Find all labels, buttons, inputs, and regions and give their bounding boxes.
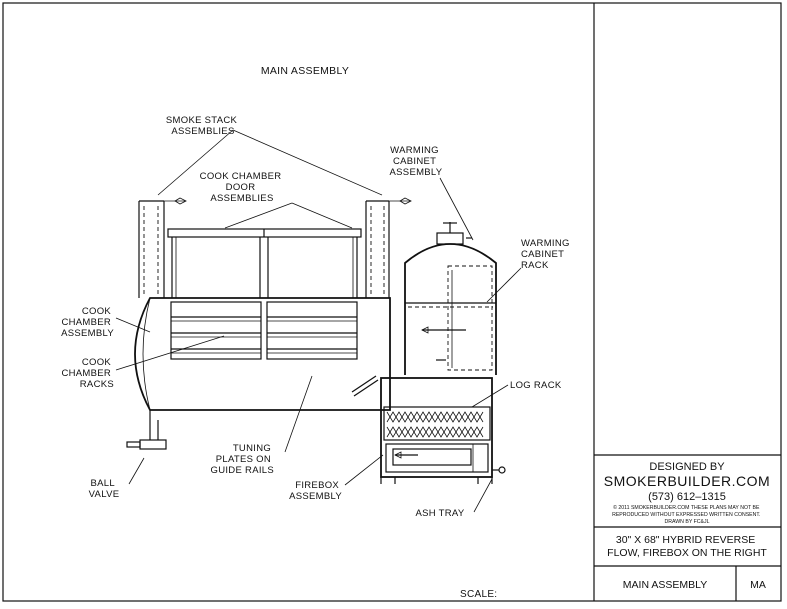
drawing-title: MAIN ASSEMBLY <box>261 65 349 77</box>
title-block: DESIGNED BY SMOKERBUILDER.COM (573) 612–… <box>604 461 770 591</box>
label-tuning-plates: TUNING PLATES ON GUIDE RAILS <box>211 443 274 476</box>
label-firebox: FIREBOX ASSEMBLY <box>289 480 342 502</box>
label-ball-valve: BALL VALVE <box>89 478 120 500</box>
cook-chamber-body <box>134 297 391 420</box>
smoke-stack-left <box>138 197 187 298</box>
ball-valve-part <box>126 420 167 450</box>
label-ash-tray: ASH TRAY <box>415 508 464 519</box>
part-labels: SMOKE STACK ASSEMBLIES COOK CHAMBER DOOR… <box>61 115 573 519</box>
cook-chamber-doors <box>167 228 362 298</box>
sheet-border <box>2 2 782 602</box>
drawing-description: 30" X 68" HYBRID REVERSE FLOW, FIREBOX O… <box>607 534 767 559</box>
scale-label: SCALE: <box>460 589 497 600</box>
firebox <box>380 377 506 484</box>
label-warming-cabinet-rack: WARMING CABINET RACK <box>521 238 573 271</box>
sheet-name: MAIN ASSEMBLY <box>623 579 707 591</box>
warming-cabinet <box>404 222 497 375</box>
label-cook-chamber-racks: COOK CHAMBER RACKS <box>61 357 114 390</box>
copyright-notice: © 2011 SMOKERBUILDER.COM THESE PLANS MAY… <box>612 504 762 525</box>
sheet-code: MA <box>750 579 766 591</box>
smoke-stack-right <box>365 197 412 298</box>
company-phone: (573) 612–1315 <box>648 491 726 503</box>
label-log-rack: LOG RACK <box>510 380 562 391</box>
label-cook-chamber-door: COOK CHAMBER DOOR ASSEMBLIES <box>200 171 285 204</box>
leader-lines <box>115 129 522 513</box>
designed-by-label: DESIGNED BY <box>649 461 725 473</box>
label-cook-chamber: COOK CHAMBER ASSEMBLY <box>61 306 114 339</box>
smoker-drawing <box>126 197 506 484</box>
company-name: SMOKERBUILDER.COM <box>604 473 770 489</box>
log-rack-mesh <box>386 411 484 438</box>
label-smoke-stack: SMOKE STACK ASSEMBLIES <box>166 115 240 137</box>
label-warming-cabinet: WARMING CABINET ASSEMBLY <box>390 145 443 178</box>
